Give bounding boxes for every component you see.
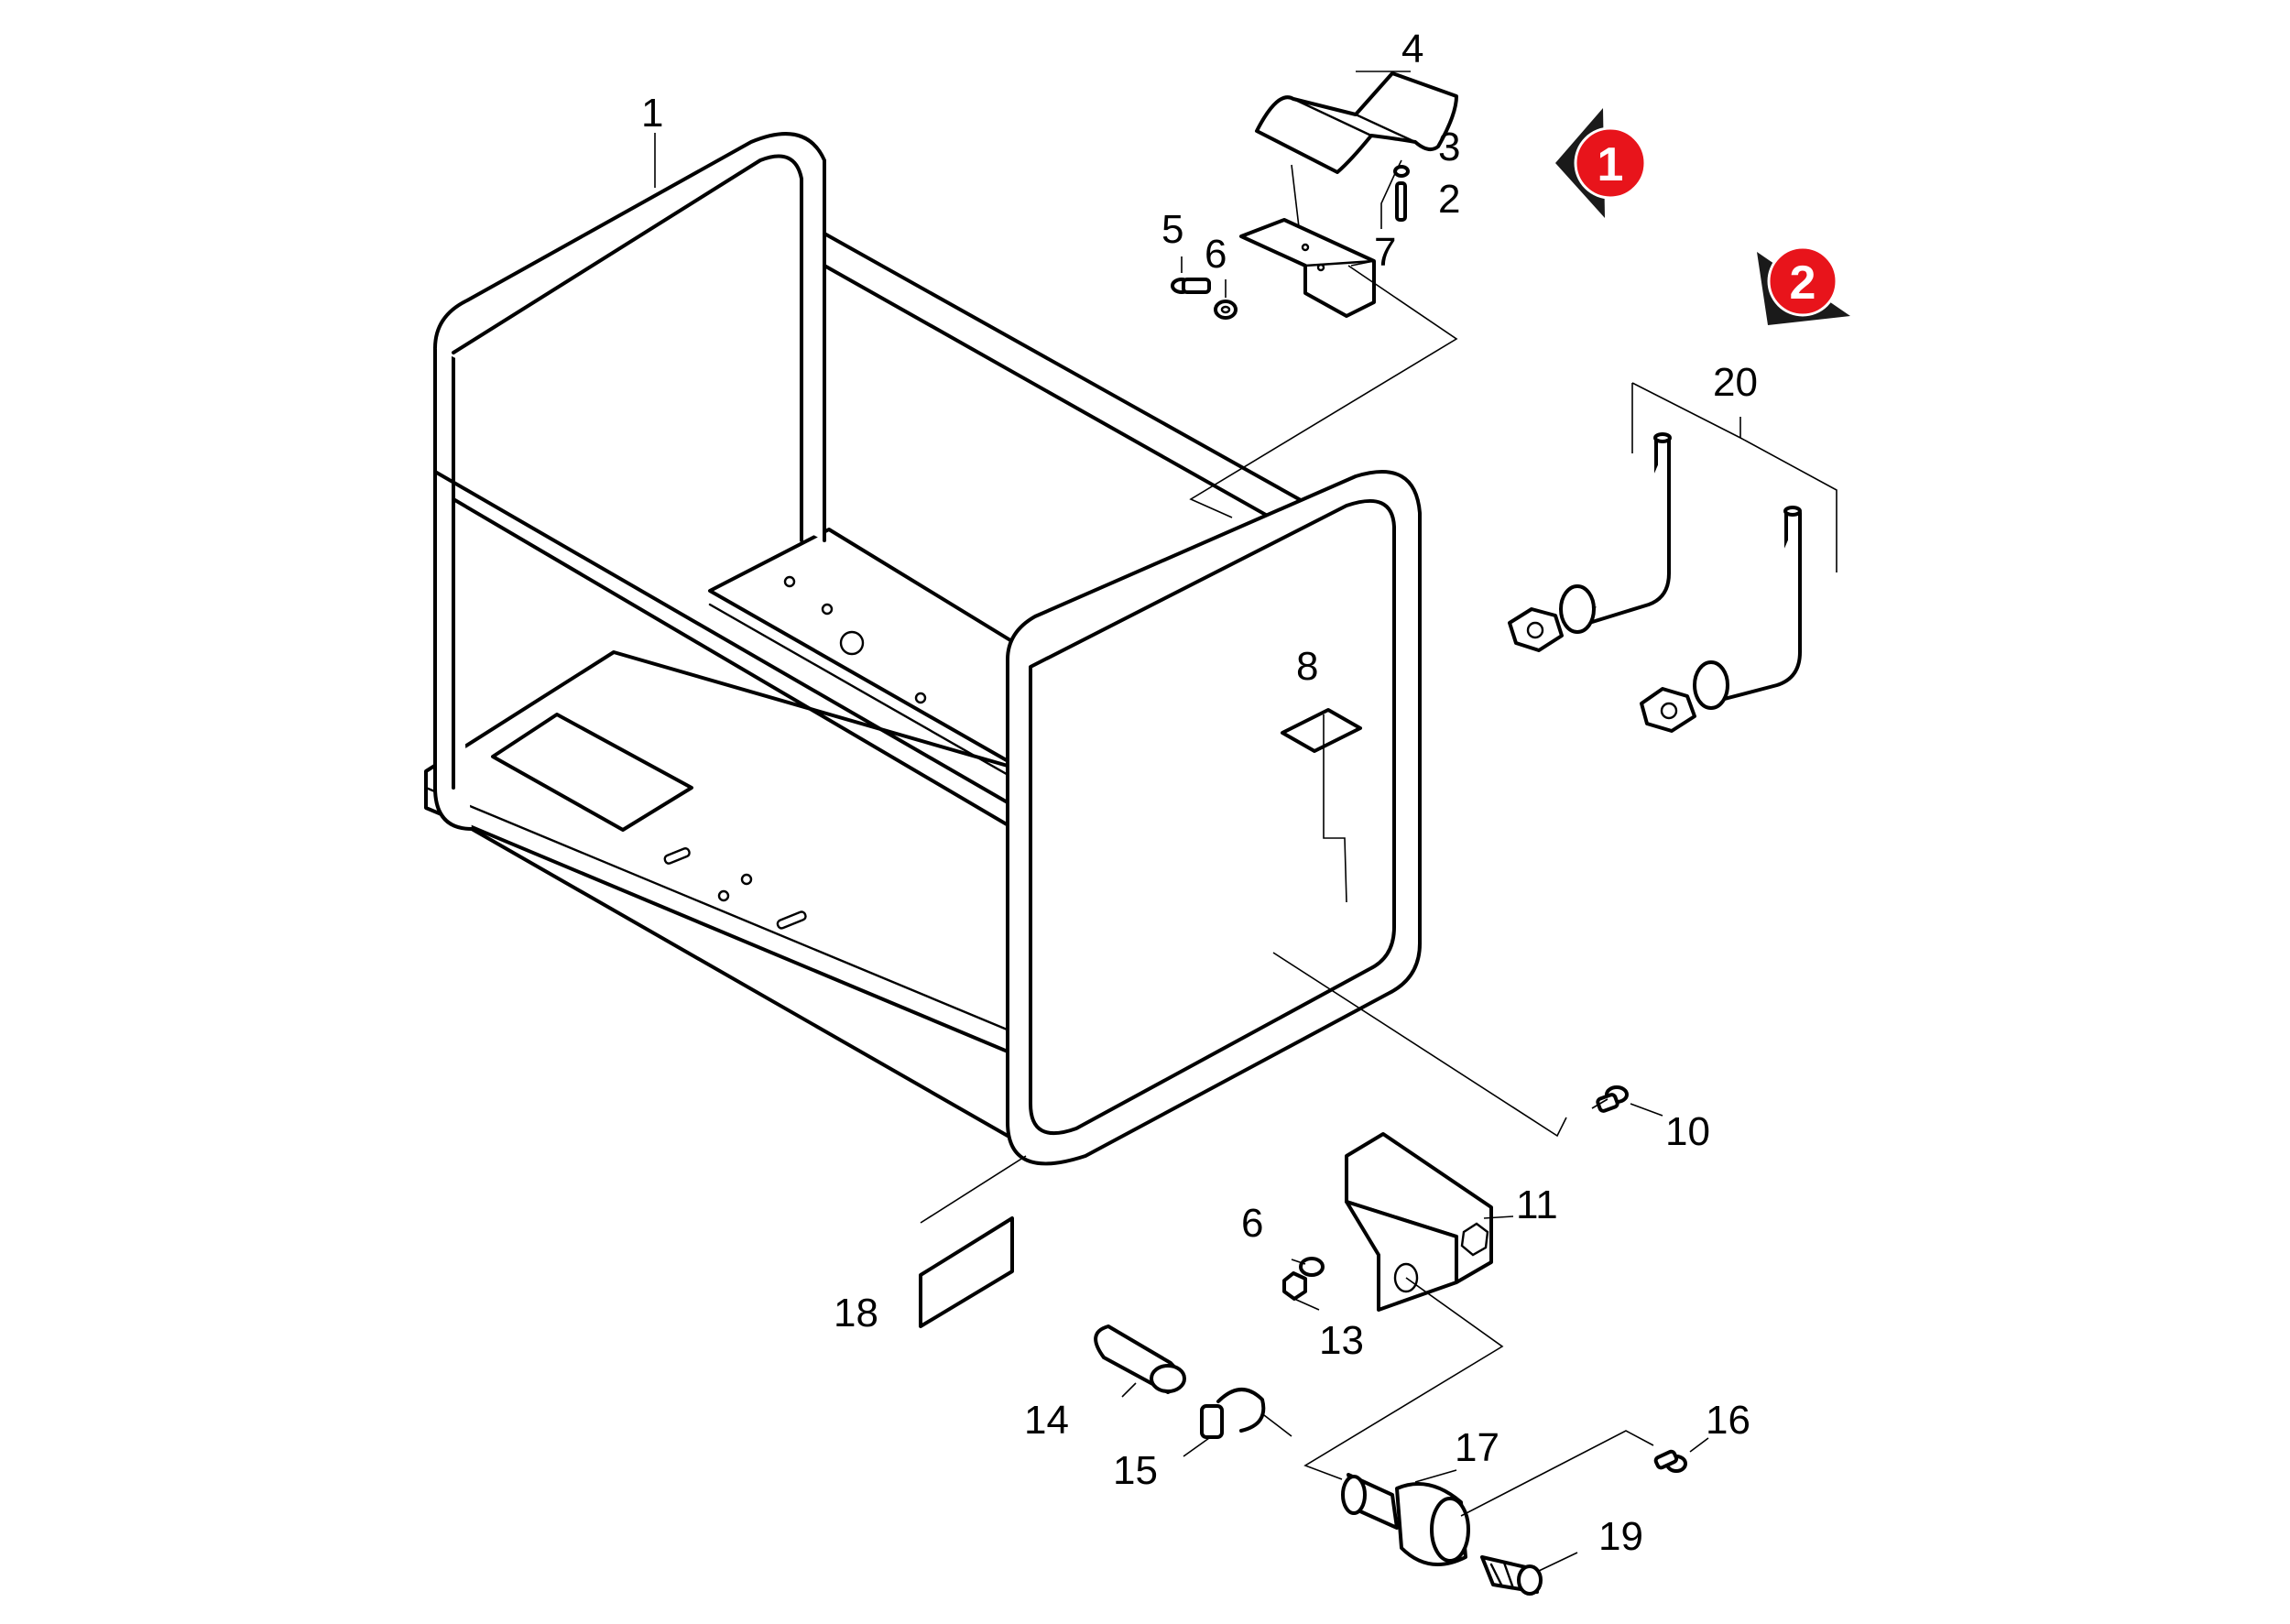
callout-11: 11 xyxy=(1516,1183,1558,1227)
callout-17: 17 xyxy=(1455,1425,1499,1470)
callout-5: 5 xyxy=(1161,207,1183,252)
marker-2-number: 2 xyxy=(1790,256,1816,310)
marker-1-circle xyxy=(1574,126,1647,200)
tubular-frame xyxy=(433,132,1422,1166)
callout-8: 8 xyxy=(1296,644,1318,689)
view-marker-1: 1 xyxy=(1555,108,1647,218)
marker-2-circle xyxy=(1767,245,1838,317)
sticker-18 xyxy=(919,1216,1014,1328)
sticker-8 xyxy=(1281,708,1362,753)
callout-6-lower: 6 xyxy=(1241,1201,1263,1246)
hose-clamp-15 xyxy=(1200,1388,1266,1439)
callout-6-upper: 6 xyxy=(1205,232,1227,277)
callout-1: 1 xyxy=(641,91,663,136)
callout-19: 19 xyxy=(1598,1514,1643,1559)
screw-10 xyxy=(1596,1085,1629,1113)
mounting-plate-11 xyxy=(1345,1132,1493,1312)
drain-plug-19 xyxy=(1480,1555,1543,1596)
j-bolt-2 xyxy=(1640,506,1802,733)
callout-14: 14 xyxy=(1024,1398,1069,1443)
callout-16: 16 xyxy=(1706,1398,1750,1443)
callout-18: 18 xyxy=(834,1291,878,1335)
screw-5 xyxy=(1171,278,1211,294)
washer-6-lower xyxy=(1299,1257,1325,1277)
washer-6 xyxy=(1214,300,1238,320)
j-bolt-1 xyxy=(1508,432,1672,652)
valve-17 xyxy=(1341,1473,1470,1566)
j-bolt-set xyxy=(1508,382,1837,733)
view-marker-2: 2 xyxy=(1757,245,1850,325)
callout-2: 2 xyxy=(1438,177,1460,222)
callout-4: 4 xyxy=(1401,27,1423,71)
marker-1-number: 1 xyxy=(1598,138,1624,191)
callouts: 1 4 3 2 5 6 7 8 10 11 6 13 14 15 16 17 1… xyxy=(641,27,1758,1559)
sleeve-14 xyxy=(1094,1324,1186,1394)
callout-13: 13 xyxy=(1319,1318,1364,1363)
callout-20: 20 xyxy=(1713,360,1758,405)
screw-16 xyxy=(1653,1449,1687,1473)
callout-10: 10 xyxy=(1665,1109,1710,1154)
leader-lines xyxy=(654,133,1709,1572)
small-bolt xyxy=(1393,165,1410,222)
callout-15: 15 xyxy=(1113,1448,1158,1493)
rubber-mount xyxy=(1255,71,1458,174)
callout-3: 3 xyxy=(1438,125,1460,169)
callout-7: 7 xyxy=(1374,230,1396,275)
base-cutout xyxy=(491,713,693,832)
upper-bracket xyxy=(1239,218,1376,318)
nut-13 xyxy=(1282,1271,1307,1301)
